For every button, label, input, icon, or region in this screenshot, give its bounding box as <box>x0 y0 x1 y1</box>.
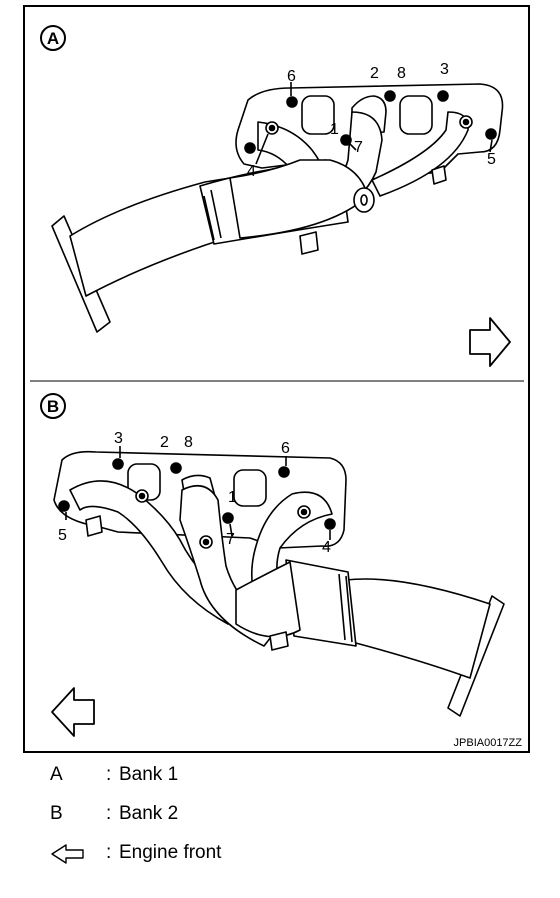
hollow-left-arrow-icon <box>51 844 84 864</box>
panel-b-manifold <box>53 446 505 717</box>
legend: A : Bank 1 B : Bank 2 : Engine front <box>50 762 530 879</box>
panel-a-callout-4: 4 <box>247 163 256 180</box>
legend-key-a: A <box>50 764 63 785</box>
figure-frame <box>23 5 530 753</box>
panel-a-callout-5: 5 <box>487 151 496 168</box>
legend-separator: : <box>106 842 112 863</box>
legend-separator: : <box>106 764 112 785</box>
panel-b-callout-5: 5 <box>58 527 67 544</box>
panel-a-collector <box>229 159 369 239</box>
panel-a-callout-7: 7 <box>354 139 363 156</box>
panel-a-callout-2: 2 <box>370 65 379 82</box>
legend-separator: : <box>106 803 112 824</box>
legend-row-engine-front: : Engine front <box>50 840 530 879</box>
legend-key-b: B <box>50 803 63 824</box>
panel-a-callout-6: 6 <box>287 68 296 85</box>
legend-row-bank-1: A : Bank 1 <box>50 762 530 801</box>
panel-a-manifold <box>51 82 504 333</box>
panel-b-collector <box>235 561 301 638</box>
panel-a-engine-front-arrow-icon <box>469 317 511 367</box>
panel-b-callout-7: 7 <box>226 531 235 548</box>
panel-a-letter: A <box>47 29 59 48</box>
legend-text-bank-2: Bank 2 <box>119 803 179 824</box>
panel-b-letter: B <box>47 397 59 416</box>
legend-text-bank-1: Bank 1 <box>119 764 179 785</box>
panel-a-callout-8: 8 <box>397 65 406 82</box>
exhaust-manifold-diagram: A <box>23 5 530 753</box>
panel-a-callout-1: 1 <box>330 121 339 138</box>
figure-code: JPBIA0017ZZ <box>454 737 523 749</box>
panel-b-outlet-pipe <box>345 578 491 679</box>
legend-row-bank-2: B : Bank 2 <box>50 801 530 840</box>
panel-b-engine-front-arrow-icon <box>51 687 95 737</box>
panel-b: B <box>40 393 505 737</box>
panel-b-callout-1: 1 <box>228 489 237 506</box>
panel-b-callout-6: 6 <box>281 440 290 457</box>
panel-b-callout-4: 4 <box>322 539 331 556</box>
legend-text-engine-front: Engine front <box>119 842 222 863</box>
panel-b-callout-2: 2 <box>160 434 169 451</box>
panel-b-callout-8: 8 <box>184 434 193 451</box>
panel-b-callout-3: 3 <box>114 430 123 447</box>
panel-a: A <box>40 25 511 367</box>
panel-a-badge: A <box>40 25 66 51</box>
panel-b-badge: B <box>40 393 66 419</box>
panel-a-callout-3: 3 <box>440 61 449 78</box>
